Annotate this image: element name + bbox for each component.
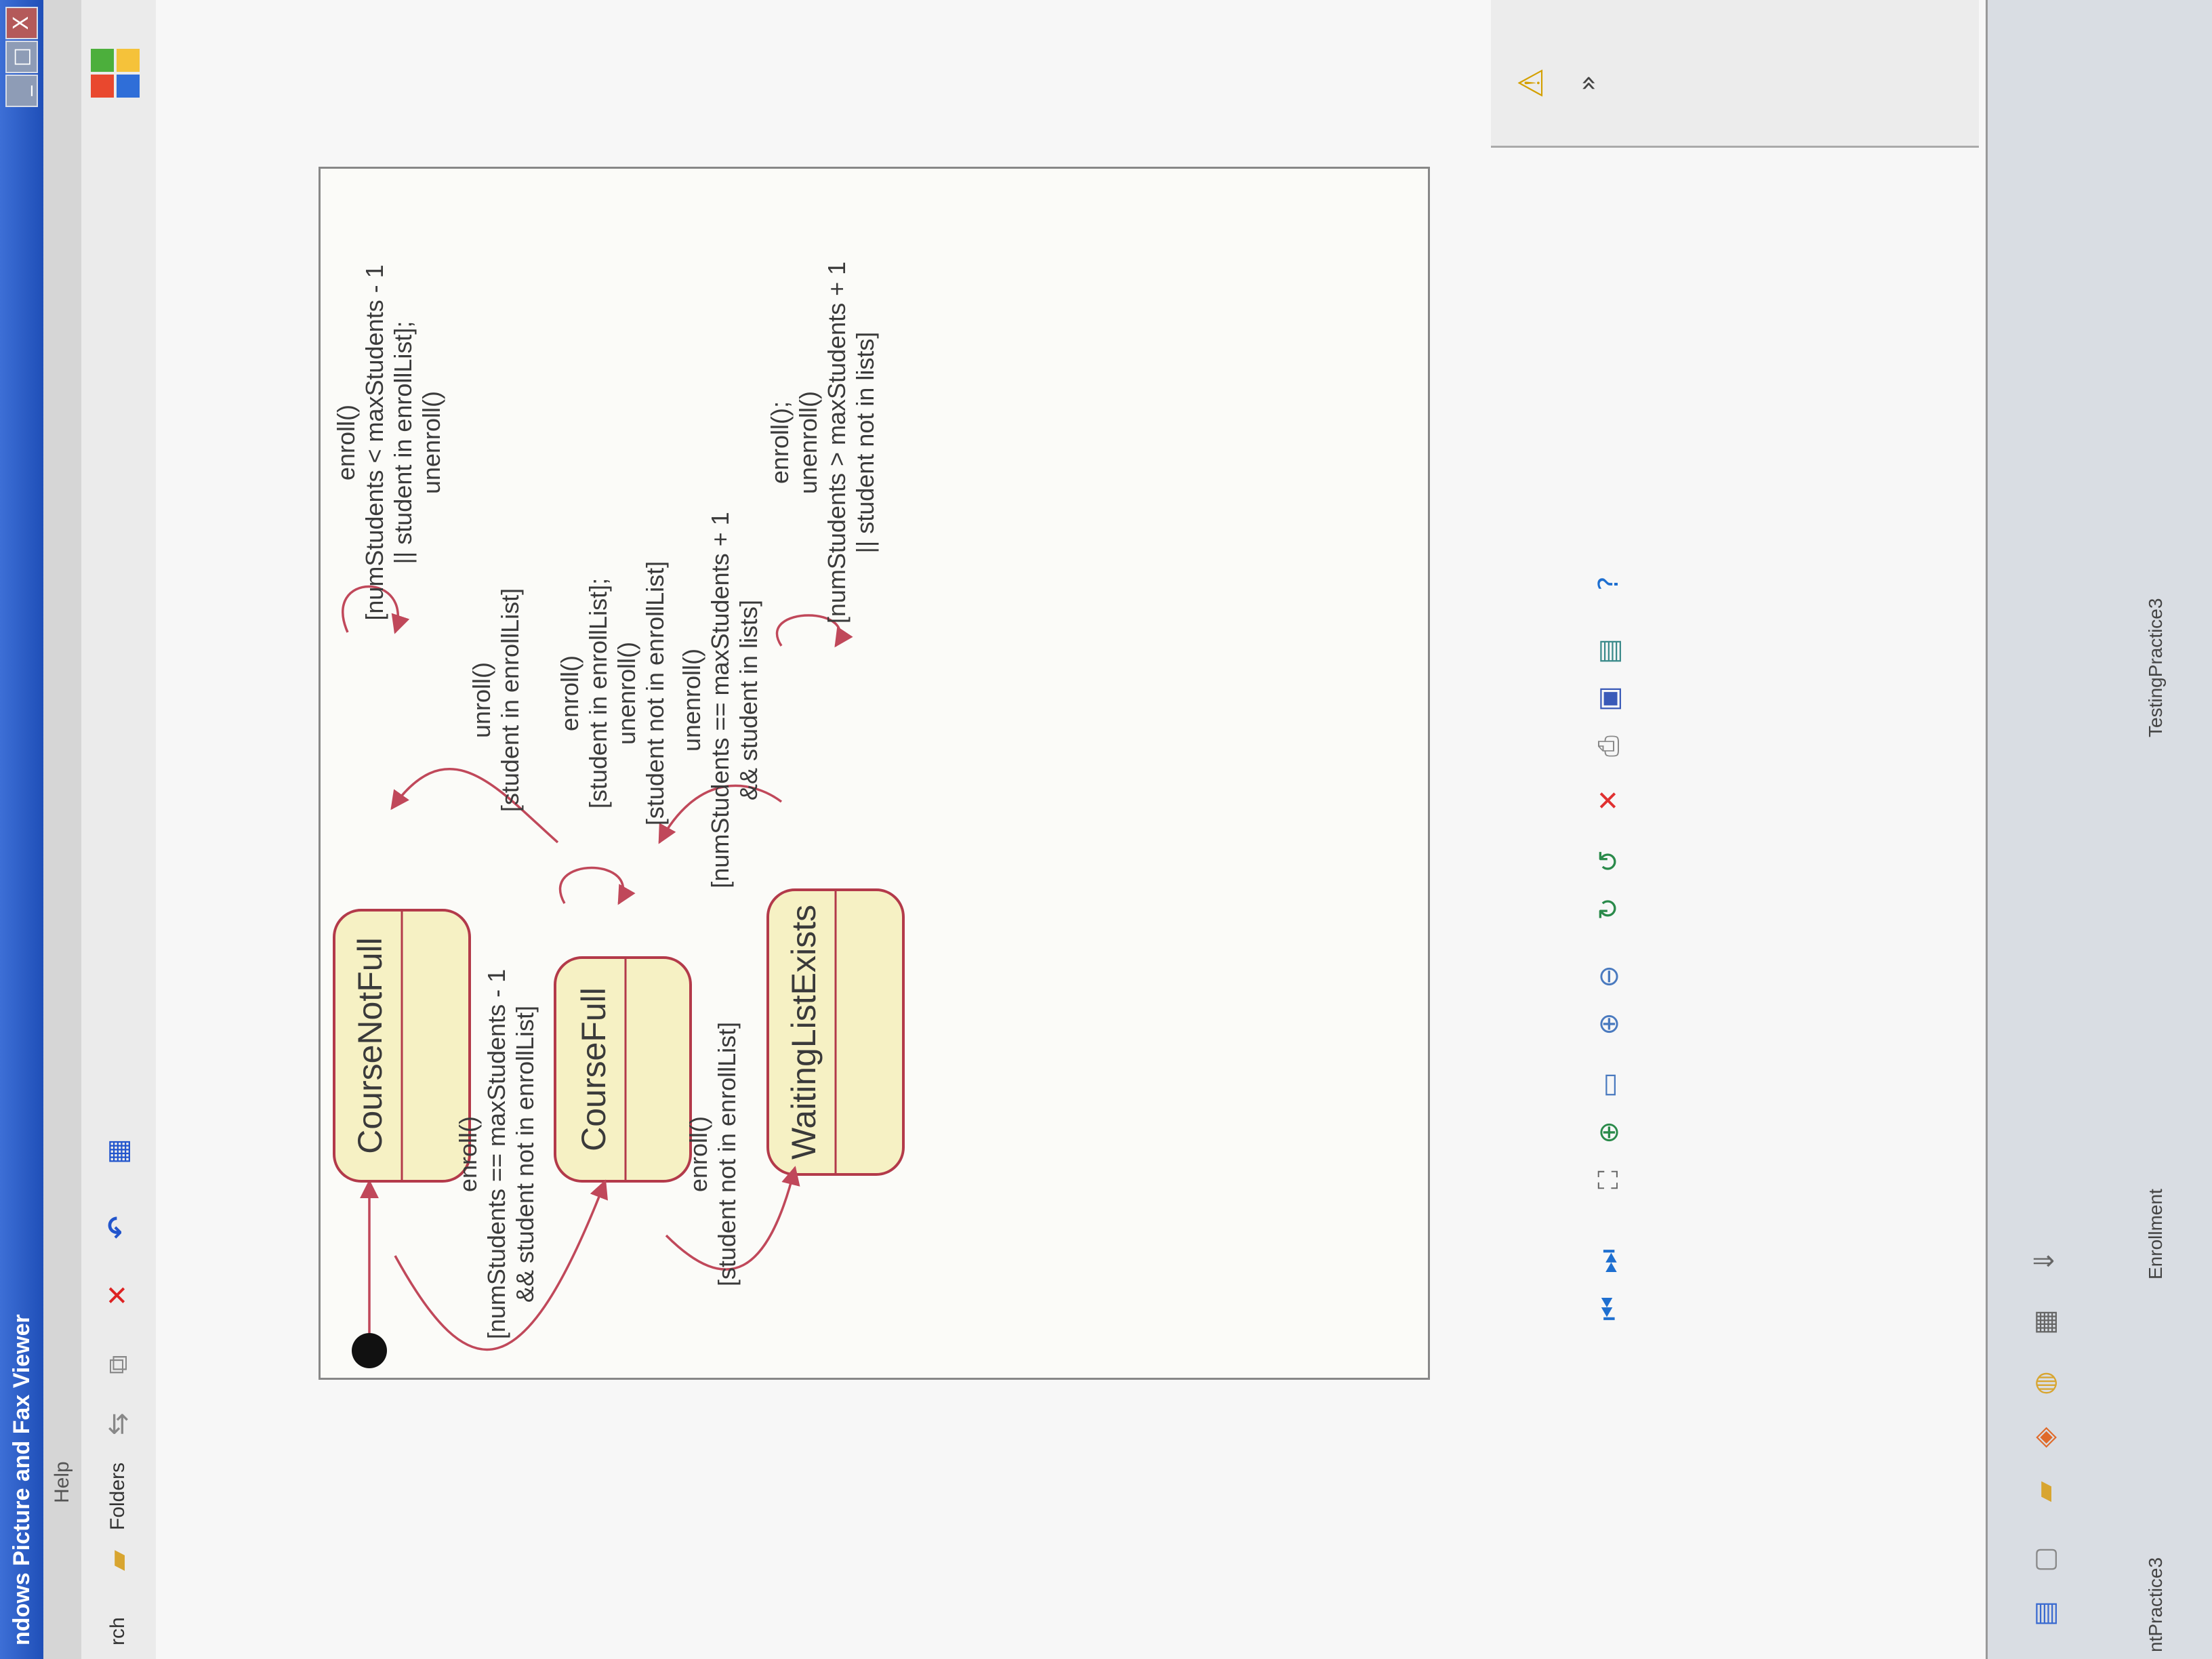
- transition-cf-to-wle: [665, 1166, 800, 1271]
- tab-ntpractice3[interactable]: ntPractice3: [2145, 1557, 2166, 1652]
- delete-icon[interactable]: ✕: [1593, 789, 1624, 812]
- panel-tool-7-icon[interactable]: ⇓: [2029, 1250, 2060, 1273]
- panel-tool-6-icon[interactable]: ▦: [2029, 1309, 2060, 1335]
- svg-text:enroll(): enroll(): [332, 405, 360, 480]
- initial-state-dot: [352, 1333, 387, 1368]
- svg-text:[student in enrollList]: [student in enrollList]: [496, 588, 524, 812]
- previous-image-icon[interactable]: ⏮: [1593, 1296, 1624, 1321]
- label-cf-to-cnf: unroll() [student in enrollList]: [468, 588, 524, 812]
- best-fit-icon[interactable]: ⛶: [1593, 1170, 1624, 1189]
- svg-text:unroll(): unroll(): [468, 662, 495, 738]
- svg-text:enroll(): enroll(): [556, 655, 583, 731]
- transition-wle-to-cf: [658, 784, 783, 844]
- panel-tool-4-icon[interactable]: ◈: [2029, 1427, 2060, 1448]
- slideshow-icon[interactable]: ▭: [1593, 1072, 1624, 1098]
- label-wle-to-cf: unenroll() [numStudents == maxStudents +…: [678, 512, 762, 888]
- window-title: ndows Picture and Fax Viewer: [9, 1314, 35, 1645]
- rotate-clockwise-icon[interactable]: ↻: [1593, 897, 1624, 920]
- svg-text:enroll(): enroll(): [684, 1116, 712, 1192]
- state-name-course-not-full: CourseNotFull: [351, 937, 389, 1154]
- state-waiting-list-exists[interactable]: WaitingListExists: [766, 888, 905, 1176]
- transition-cnf-to-cf: [394, 1179, 608, 1351]
- svg-text:[numStudents == maxStudents -: [numStudents == maxStudents - 1: [483, 969, 510, 1339]
- print-icon[interactable]: ⎙: [1593, 735, 1624, 757]
- transition-wle-self: [775, 614, 853, 648]
- bottom-panel: ▤ ▢ ▰ ◈ ◍ ▦ ⇓ ntPractice3 Enrollment Tes…: [1986, 0, 2212, 1659]
- svg-text:unenroll(): unenroll(): [417, 391, 445, 494]
- state-name-waiting-list-exists: WaitingListExists: [785, 905, 823, 1160]
- label-wle-self: enroll(); unenroll() [numStudents > maxS…: [766, 262, 879, 623]
- svg-text:&& student in lists]: && student in lists]: [735, 600, 762, 800]
- svg-text:[student not in enrollList]: [student not in enrollList]: [641, 561, 669, 825]
- state-diagram: CourseNotFull CourseFull WaitingListExis…: [319, 167, 1430, 1380]
- save-icon[interactable]: ▣: [1593, 686, 1624, 712]
- next-image-icon[interactable]: ⏭: [1593, 1249, 1624, 1273]
- svg-text:|| student in enrollList];: || student in enrollList];: [389, 321, 417, 565]
- maximize-button[interactable]: □: [5, 41, 38, 73]
- transition-cf-self: [558, 866, 636, 905]
- move-icon[interactable]: ⇆: [102, 1412, 134, 1435]
- explorer-toolbar: rch ▰ Folders ⇆ ⧉ ✕ ↶ ▦: [81, 0, 157, 1659]
- label-cf-to-wle: enroll() [student not in enrollList]: [684, 1022, 741, 1286]
- copy-icon[interactable]: ⧉: [102, 1355, 134, 1374]
- zoom-out-icon[interactable]: ⊖: [1593, 965, 1624, 988]
- window-title-bar: ndows Picture and Fax Viewer: [0, 0, 43, 1659]
- close-button[interactable]: X: [5, 7, 38, 39]
- expand-button[interactable]: »: [1572, 75, 1603, 91]
- transition-cnf-self: [342, 585, 410, 634]
- help-icon[interactable]: ?: [1593, 576, 1624, 591]
- state-course-not-full[interactable]: CourseNotFull: [333, 909, 471, 1183]
- rotate-counterclockwise-icon[interactable]: ↺: [1593, 850, 1624, 873]
- search-label[interactable]: rch: [106, 1617, 129, 1645]
- folders-icon[interactable]: ▰: [102, 1550, 134, 1571]
- menu-help[interactable]: Help: [51, 1461, 73, 1503]
- transition-cf-to-cnf: [390, 767, 559, 844]
- svg-text:enroll();: enroll();: [766, 401, 794, 484]
- label-cnf-self: enroll() [numStudents < maxStudents - 1 …: [332, 264, 445, 620]
- minimize-button[interactable]: _: [5, 75, 38, 107]
- state-name-course-full: CourseFull: [575, 987, 613, 1151]
- zoom-in-icon[interactable]: ⊕: [1593, 1012, 1624, 1036]
- svg-text:|| student not in lists]: || student not in lists]: [851, 332, 879, 554]
- label-cnf-to-cf: enroll() [numStudents == maxStudents - 1…: [454, 969, 539, 1339]
- viewer-toolbar: ⏮ ⏭ ⛶ ⊕ ▭ ⊕ ⊖ ↻ ↺ ✕ ⎙ ▣ ▤ ?: [1565, 0, 1660, 1659]
- image-canvas: CourseNotFull CourseFull WaitingListExis…: [156, 0, 1986, 1659]
- windows-logo-icon: [88, 46, 140, 100]
- tab-enrollment[interactable]: Enrollment: [2145, 1189, 2166, 1279]
- svg-text:[numStudents < maxStudents - 1: [numStudents < maxStudents - 1: [361, 264, 388, 620]
- panel-tool-1-icon[interactable]: ▤: [2029, 1601, 2060, 1626]
- side-panel: ⚠ »: [1491, 0, 1979, 148]
- svg-text:[student in enrollList];: [student in enrollList];: [584, 578, 612, 808]
- actual-size-icon[interactable]: ⊕: [1593, 1121, 1624, 1144]
- folders-button[interactable]: Folders: [106, 1462, 129, 1530]
- state-diagram-svg: CourseNotFull CourseFull WaitingListExis…: [332, 262, 905, 1368]
- svg-text:unenroll(): unenroll(): [794, 391, 822, 494]
- open-editor-icon[interactable]: ▤: [1593, 638, 1624, 664]
- warning-icon: ⚠: [1511, 68, 1551, 98]
- undo-icon[interactable]: ↶: [102, 1216, 134, 1239]
- svg-text:unenroll(): unenroll(): [613, 642, 640, 745]
- svg-text:&& student not in enrollList]: && student not in enrollList]: [511, 1006, 539, 1303]
- svg-text:unenroll(): unenroll(): [678, 649, 705, 752]
- panel-tool-3-icon[interactable]: ▰: [2029, 1481, 2060, 1502]
- delete-icon[interactable]: ✕: [102, 1284, 134, 1307]
- label-cf-self: enroll() [student in enrollList]; unenro…: [556, 561, 669, 825]
- svg-text:enroll(): enroll(): [454, 1116, 482, 1192]
- views-icon[interactable]: ▦: [102, 1139, 134, 1164]
- menu-bar: Help: [43, 0, 81, 1659]
- svg-text:[student not in enrollList]: [student not in enrollList]: [713, 1022, 741, 1286]
- svg-text:[numStudents > maxStudents + 1: [numStudents > maxStudents + 1: [823, 262, 851, 623]
- svg-text:[numStudents == maxStudents +: [numStudents == maxStudents + 1: [706, 512, 734, 888]
- tab-testingpractice3[interactable]: TestingPractice3: [2145, 598, 2166, 737]
- panel-tool-2-icon[interactable]: ▢: [2029, 1547, 2060, 1572]
- panel-tool-5-icon[interactable]: ◍: [2029, 1371, 2060, 1395]
- state-course-full[interactable]: CourseFull: [554, 956, 692, 1183]
